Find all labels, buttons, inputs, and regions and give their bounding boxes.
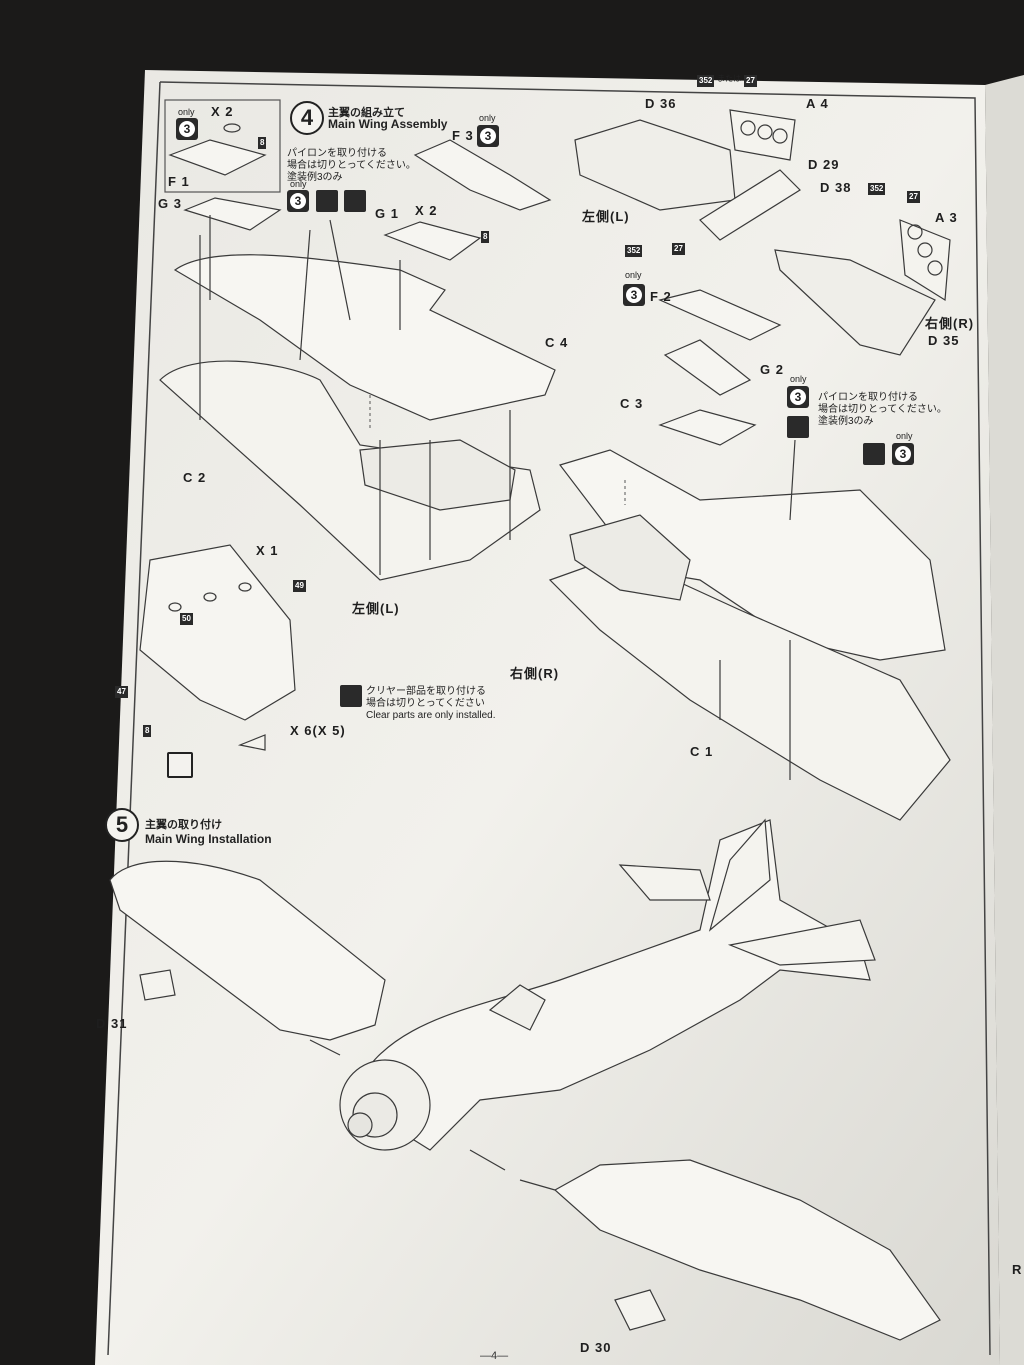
part-a3: A 3 (935, 210, 958, 225)
scheme-3-icon: 3 (892, 443, 914, 465)
step-5-title-ja: 主翼の取り付け (145, 819, 222, 831)
step5-right-wing (553, 1159, 941, 1341)
inset-part-x2: X 2 (211, 104, 234, 119)
part-d38: D 38 (820, 180, 852, 195)
part-c4: C 4 (545, 335, 569, 350)
alt-paint-352-c: 352 (625, 245, 643, 257)
g2-only-label: only (790, 374, 807, 384)
part-f2: F 2 (650, 289, 672, 304)
f2-only-label: only (625, 270, 642, 280)
part-c3: C 3 (620, 396, 644, 411)
page-number: —4— (480, 1350, 509, 1362)
step-4-title-en: Main Wing Assembly (328, 117, 448, 131)
part-c2: C 2 (183, 470, 207, 485)
part-g3: G 3 (158, 196, 182, 211)
part-f3: F 3 (452, 128, 474, 143)
page-border (159, 81, 991, 1356)
paint-8: 8 (481, 231, 490, 243)
knife-tool-icon (316, 190, 338, 212)
left-wing-upper (173, 254, 556, 421)
part-x6: X 6(X 5) (290, 723, 346, 738)
scheme-3-icon: 3 (623, 284, 645, 306)
right-wheel-bay (569, 514, 691, 601)
paint-50: 50 (180, 613, 193, 625)
inset-only-label: only (178, 107, 195, 117)
inset-part-f1: F 1 (168, 174, 190, 189)
pylon-only-label: only (290, 179, 307, 189)
inset-paint-8: 8 (258, 137, 267, 149)
scheme-3-icon: 3 (176, 118, 198, 140)
clear-part-tool-icon (863, 443, 885, 465)
alt-paint-27: 27 (744, 75, 757, 87)
step-4-title-ja: 主翼の組み立て (328, 107, 405, 119)
f3-only-label: only (479, 113, 496, 123)
clear-part-tool-icon (340, 685, 362, 707)
adjacent-page-letter: R (1012, 1262, 1023, 1277)
part-x2: X 2 (415, 203, 438, 218)
alt-paint-352: 352 (697, 75, 715, 87)
adjacent-page (985, 75, 1024, 1365)
scheme-3-icon: 3 (477, 125, 499, 147)
part-a4: A 4 (806, 96, 829, 111)
step-4-number: 4 (290, 101, 324, 135)
left-side-label-2: 左側(L) (582, 209, 630, 224)
d29-panel (699, 169, 801, 241)
nav-light-x6 (237, 734, 266, 751)
right-side-label-2: 右側(R) (510, 666, 560, 681)
alt-paint-mata: または (717, 74, 741, 83)
alt-paint-27-c: 27 (672, 243, 685, 255)
part-d30: D 30 (580, 1340, 612, 1355)
part-c1: C 1 (690, 744, 714, 759)
inset-wing-panel (168, 139, 267, 176)
step5-left-wing (109, 860, 386, 1041)
left-side-label: 左側(L) (352, 601, 400, 616)
paint-47: 47 (115, 686, 128, 698)
step-5-title-en: Main Wing Installation (145, 832, 272, 846)
scheme-3-icon: 3 (287, 190, 309, 212)
knife-tool-icon (787, 416, 809, 438)
paint-8-b: 8 (143, 725, 152, 737)
part-g1: G 1 (375, 206, 399, 221)
part-d35: D 35 (928, 333, 960, 348)
pylon-note: パイロンを取り付ける 場合は切りとってください。 塗装例3のみ (287, 148, 416, 183)
inset-box (164, 99, 281, 193)
scheme-3-icon: 3 (787, 386, 809, 408)
d38-tub (774, 249, 936, 356)
part-d36: D 36 (645, 96, 677, 111)
paint-49: 49 (293, 580, 306, 592)
clear-part-tool-icon (344, 190, 366, 212)
pylon-note-2: パイロンを取り付ける 場合は切りとってください。 塗装例3のみ (818, 392, 947, 427)
wingtip-detail (139, 544, 296, 721)
step-5-number: 5 (105, 808, 139, 842)
right-side-label: 右側(R) (925, 316, 975, 331)
arrow-direction-icon (167, 752, 193, 778)
part-g2: G 2 (760, 362, 784, 377)
alt-paint-27-b: 27 (907, 191, 920, 203)
part-x1: X 1 (256, 543, 279, 558)
part-d31: D 31 (96, 1016, 128, 1031)
left-wing-lower (159, 360, 541, 581)
clear-note: クリヤー部品を取り付ける 場合は切りとってください Clear parts ar… (366, 686, 496, 721)
part-d29: D 29 (808, 157, 840, 172)
clear-only-label: only (896, 431, 913, 441)
alt-paint-352-b: 352 (868, 183, 886, 195)
